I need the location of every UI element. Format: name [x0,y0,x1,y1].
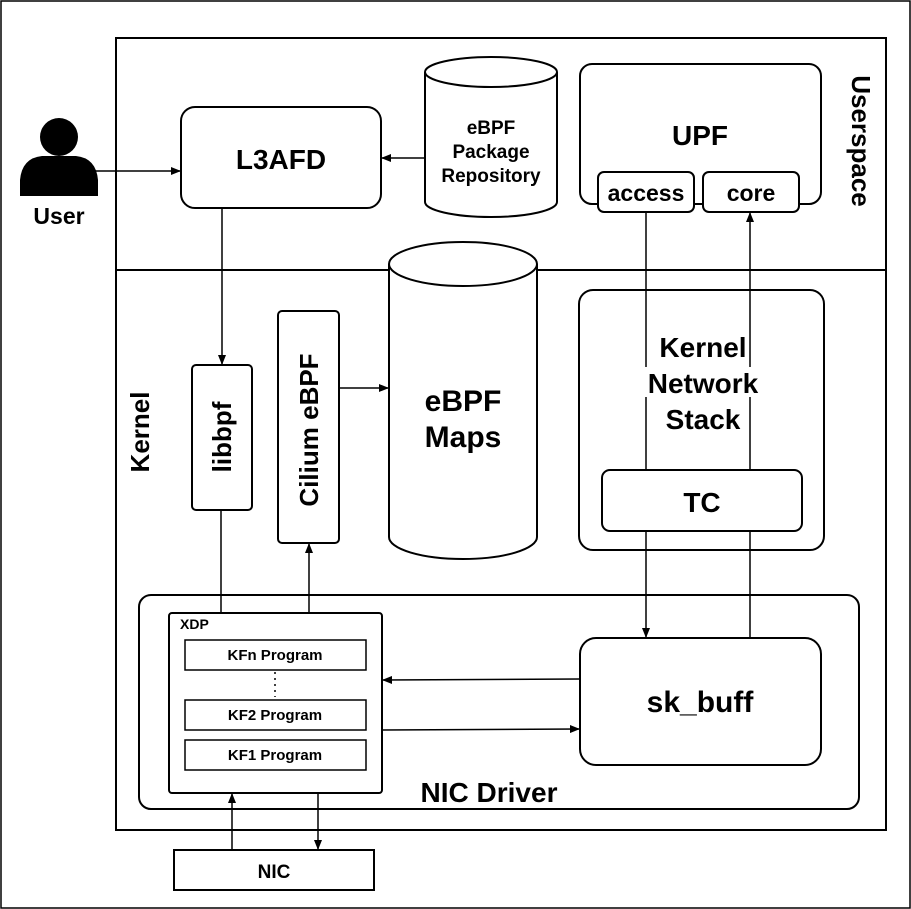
kernel-stack-line3: Stack [666,404,741,435]
upf-access-label: access [608,180,685,206]
kernel-stack-line1: Kernel [659,332,746,363]
nic-label: NIC [258,862,291,883]
upf-label: UPF [672,120,728,151]
kf2-program-label: KF2 Program [228,707,322,724]
arrow-xdp-to-skbuff [381,725,580,734]
sk-buff-label: sk_buff [647,686,755,719]
ebpf-package-repository [424,56,558,218]
kf2-program-box [184,699,367,731]
tc-label: TC [683,487,720,518]
l3afd-label: L3AFD [236,144,326,175]
repo-label-line3: Repository [441,166,541,187]
user-label: User [33,203,84,229]
repo-label-line2: Package [452,142,529,163]
kfn-program-label: KFn Program [227,647,322,664]
kfn-program-box [184,639,367,671]
arrow-skbuff-to-xdp [382,675,581,684]
kf1-program-label: KF1 Program [228,747,322,764]
repo-label-line1: eBPF [467,118,516,139]
nic-driver-label: NIC Driver [421,777,558,808]
upf-core-label: core [727,180,776,206]
upf-box [579,63,822,205]
nic-box [173,849,375,891]
kernel-label: Kernel [125,392,155,473]
ebpf-maps [388,241,538,560]
xdp-label: XDP [180,616,209,632]
system-container [115,37,887,831]
libbpf-label: libbpf [207,401,237,472]
cilium-ebpf-label: Cilium eBPF [294,353,324,506]
tc-box [601,469,803,532]
libbpf-box [191,364,253,511]
ebpf-maps-line2: Maps [425,421,502,454]
user-icon [20,118,98,196]
kernel-stack-line2: Network [648,368,759,399]
sk-buff-box [579,637,822,766]
ebpf-maps-line1: eBPF [425,385,502,418]
userspace-label: Userspace [846,75,876,207]
kf1-program-box [184,739,367,771]
